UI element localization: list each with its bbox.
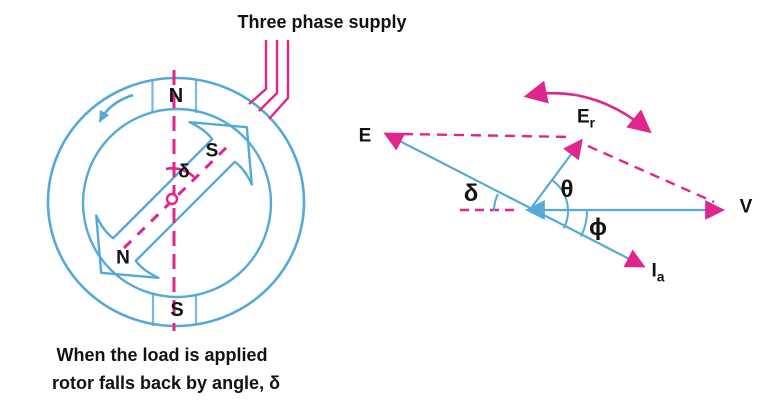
rotor-n-label: N — [116, 247, 130, 269]
stator-outer-circle — [46, 76, 306, 328]
stator-n-label: N — [168, 85, 184, 107]
er-to-v-dashed-line — [587, 144, 715, 204]
supply-lines — [248, 40, 290, 120]
load-angle-arc — [165, 167, 195, 178]
motor-delta-label: δ — [178, 161, 190, 183]
phi-angle-arc — [580, 209, 589, 237]
caption-line-2: rotor falls back by angle, δ — [52, 373, 280, 393]
e-to-er-dashed-line — [402, 132, 574, 139]
e-vector-label: E — [358, 125, 372, 147]
delta-angle-arc — [492, 193, 499, 212]
rotor-s-label: S — [205, 140, 219, 162]
supply-line-1 — [248, 40, 268, 105]
rotor-double-arrow — [95, 121, 253, 279]
er-vector-line — [528, 138, 583, 212]
delta-label: δ — [463, 180, 479, 207]
stator-s-label: S — [170, 299, 184, 321]
er-label-sub: r — [589, 115, 596, 131]
supply-line-3 — [268, 40, 290, 120]
swing-double-arrow-arc — [523, 80, 652, 134]
motor-diagram — [46, 40, 306, 331]
caption-line-1: When the load is applied — [56, 345, 268, 365]
ia-vector-label: Ia — [651, 260, 665, 284]
stator-inner-circle — [81, 107, 273, 299]
e-ia-vector-line — [383, 132, 646, 268]
phi-label: ϕ — [589, 214, 607, 241]
ia-label-sub: a — [656, 269, 665, 285]
er-label-main: E — [576, 106, 590, 128]
rotor-axis-dashed-line — [122, 140, 234, 250]
rotation-arrow-head-icon — [99, 110, 109, 123]
er-vector-label: Er — [576, 106, 595, 130]
theta-label: θ — [560, 176, 574, 203]
phasor-diagram — [383, 80, 725, 268]
rotor-pivot-circle — [165, 192, 179, 206]
theta-angle-arc — [551, 179, 569, 229]
supply-line-2 — [258, 40, 279, 112]
supply-title: Three phase supply — [237, 12, 407, 32]
ia-label-main: I — [651, 260, 657, 282]
stator-pole-slots — [151, 79, 198, 326]
v-vector-label: V — [739, 196, 753, 218]
